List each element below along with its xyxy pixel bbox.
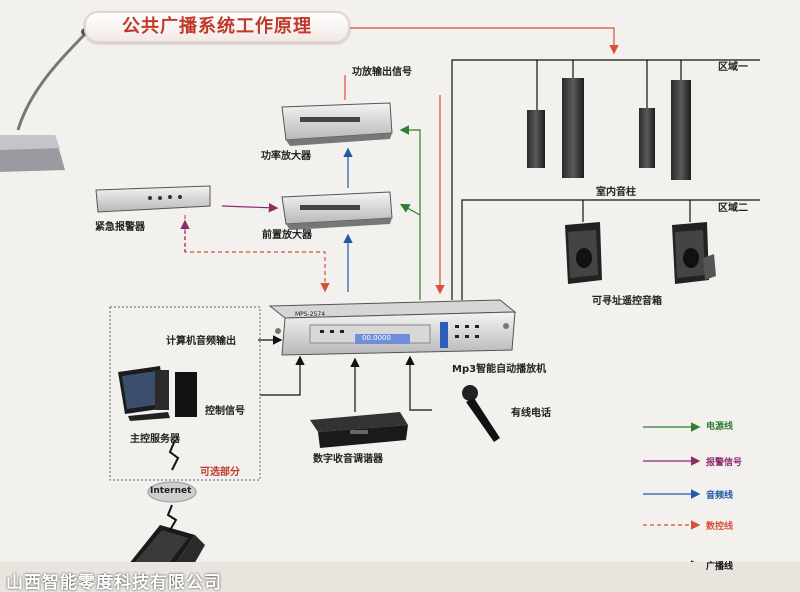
label-indoor-column: 室内音柱	[596, 187, 636, 198]
internet-cloud	[147, 481, 197, 503]
page-title: 公共广播系统工作原理	[84, 11, 350, 43]
emergency-alarm-device	[95, 185, 211, 213]
label-computer-audio-output: 计算机音频输出	[166, 336, 236, 347]
legend-data-line: 数控线	[706, 522, 734, 532]
label-zone1: 区域一	[718, 62, 748, 73]
audio-lines	[343, 147, 701, 499]
label-main-server: 主控服务器	[130, 434, 180, 445]
data-control-lines	[184, 27, 701, 530]
label-optional-part: 可选部分	[200, 467, 240, 478]
label-wired-mic: 有线电话	[511, 408, 551, 419]
label-control-signal: 控制信号	[205, 406, 245, 417]
mp3-player-device	[268, 299, 517, 356]
wired-mic-device	[462, 385, 500, 442]
label-remote-speaker: 可寻址遥控音箱	[592, 296, 662, 307]
legend-alarm-signal: 报警信号	[706, 458, 743, 468]
digital-tuner-device	[310, 412, 408, 448]
footer-band	[0, 562, 800, 592]
label-power-amplifier: 功率放大器	[261, 151, 311, 162]
mp3-model-label: MPS-2574	[295, 311, 326, 318]
legend-broadcast-line: 广播线	[706, 562, 734, 572]
preamplifier-device	[281, 191, 393, 230]
label-internet: Internet	[150, 486, 192, 496]
desk-microphone	[0, 28, 91, 172]
label-emergency-alarm: 紧急报警器	[95, 222, 145, 233]
label-power-amp-output: 功放输出信号	[352, 67, 412, 78]
optional-box	[109, 306, 261, 481]
broadcast-lines	[258, 59, 760, 570]
label-preamplifier: 前置放大器	[262, 230, 312, 241]
box-speakers	[565, 222, 716, 284]
internet-links	[166, 439, 180, 531]
label-digital-tuner: 数字收音调谐器	[313, 454, 383, 465]
mp3-display-text: 00.0000	[362, 334, 391, 342]
main-server-device	[118, 366, 197, 421]
column-speakers	[527, 78, 691, 180]
legend-audio-line: 音频线	[706, 491, 734, 501]
company-footer: 山西智能零度科技有限公司	[6, 573, 222, 592]
label-mp3-player: Mp3智能自动播放机	[452, 364, 547, 375]
power-lines	[399, 125, 701, 432]
legend-power-line: 电源线	[706, 422, 734, 432]
power-amplifier-device	[281, 102, 393, 146]
label-zone2: 区域二	[718, 203, 748, 214]
alarm-lines	[180, 202, 701, 466]
